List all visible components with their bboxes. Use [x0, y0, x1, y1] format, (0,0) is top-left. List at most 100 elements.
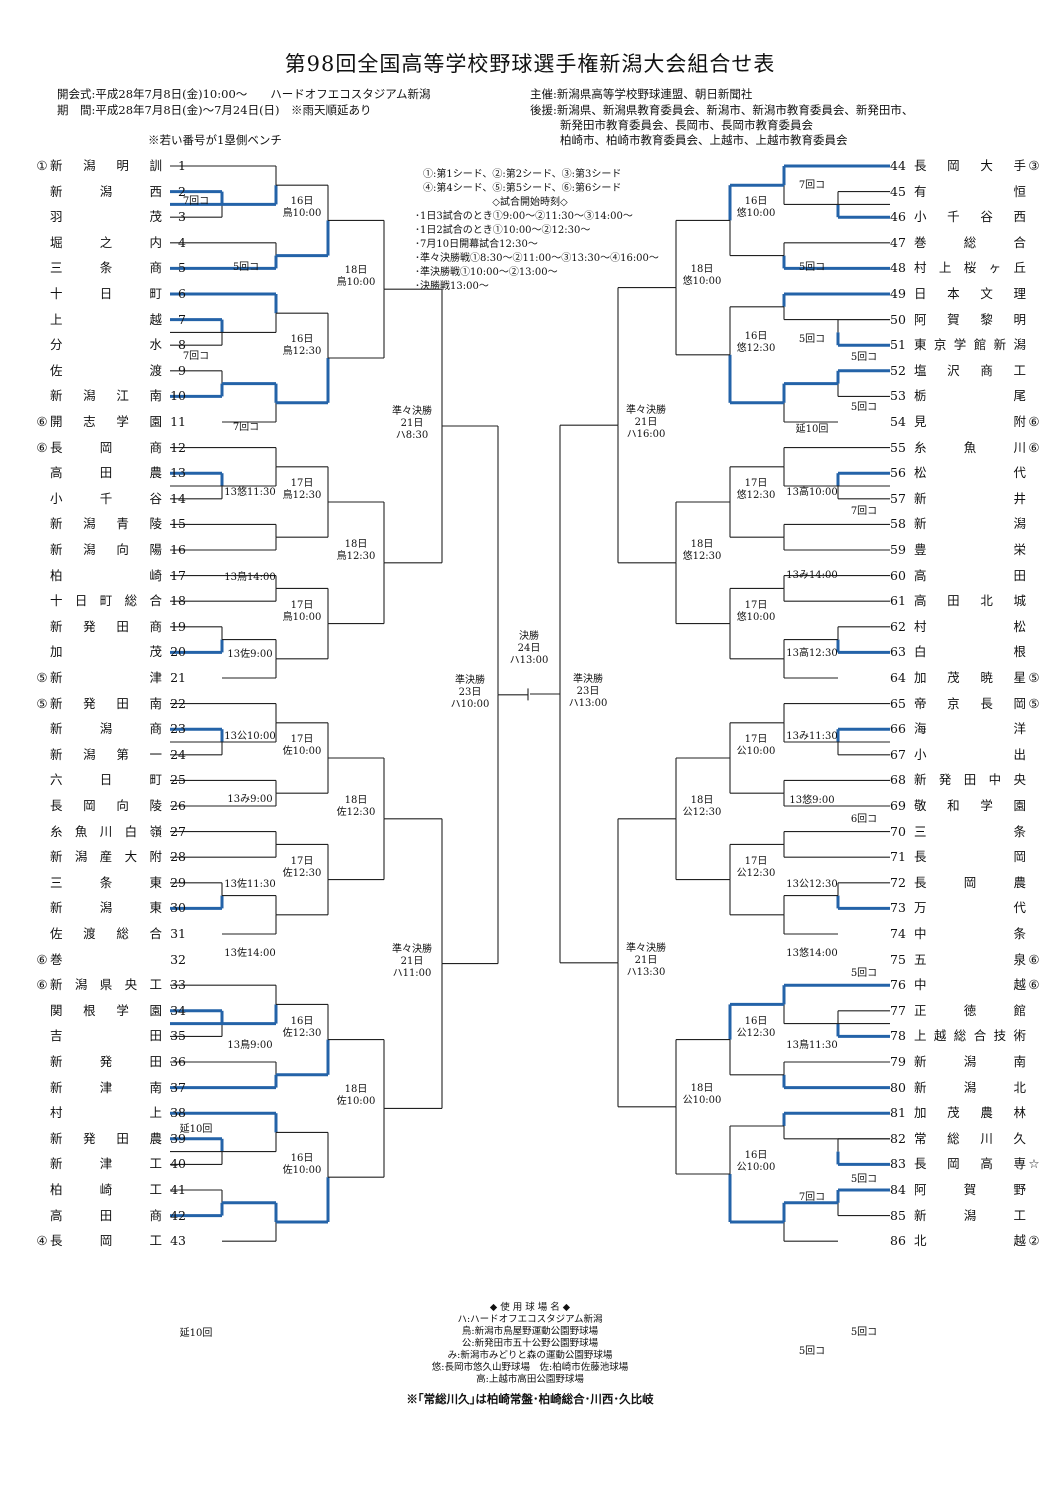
team-number: 46	[890, 209, 906, 225]
round-label: 13み14:00	[786, 570, 838, 581]
round-label: 13高12:30	[786, 648, 838, 659]
round-label: 7回コ	[232, 422, 260, 433]
team-number: 28	[170, 849, 186, 865]
team-name: 羽茂	[50, 209, 162, 225]
team-number: 44	[890, 158, 906, 173]
team-number: 31	[170, 926, 186, 941]
team-name: 糸魚川白嶺	[50, 823, 162, 839]
team-number: 13	[170, 465, 186, 481]
team-number: 52	[890, 362, 906, 378]
team-name: 柏崎工	[50, 1182, 162, 1197]
seed-mark: ⑥	[1028, 414, 1040, 429]
team-name: 新発田農	[50, 1130, 162, 1146]
round-label: 13鳥14:00	[224, 572, 276, 583]
team-entry: 46 小千谷西	[890, 209, 1042, 225]
round-label: 準決勝 23日 ハ10:00	[450, 674, 490, 710]
team-name: 新井	[914, 490, 1026, 506]
team-name: 長岡農	[914, 874, 1026, 890]
team-number: 16	[170, 542, 186, 557]
round-label: 7回コ	[798, 180, 826, 191]
team-name: 柏崎	[50, 567, 162, 583]
team-name: 吉田	[50, 1028, 162, 1044]
round-label: 準々決勝 21日 ハ11:00	[392, 943, 432, 979]
round-label: 6回コ	[850, 814, 878, 825]
legend-line: み:新潟市みどりと森の運動公園野球場	[447, 1350, 613, 1361]
team-name: 長岡大手	[914, 158, 1026, 173]
team-number: 80	[890, 1079, 906, 1095]
team-name: 佐渡総合	[50, 926, 162, 941]
team-number: 18	[170, 593, 186, 609]
team-number: 72	[890, 874, 906, 890]
team-name: 新潟県央工	[50, 977, 162, 993]
team-name: 六日町	[50, 772, 162, 788]
seed-mark: ⑤	[1028, 695, 1040, 711]
team-number: 30	[170, 900, 186, 916]
round-label: 13佐14:00	[224, 948, 276, 959]
team-name: 新潟工	[914, 1207, 1026, 1223]
team-number: 42	[170, 1207, 186, 1223]
team-number: 68	[890, 772, 906, 788]
seed-mark: ⑥	[1028, 977, 1040, 993]
team-number: 57	[890, 490, 906, 506]
team-number: 67	[890, 746, 906, 762]
team-number: 65	[890, 695, 906, 711]
team-name: 新潟明訓	[50, 158, 162, 173]
team-entry: 柏崎 17	[34, 568, 186, 584]
team-name: 新潟産大附	[50, 849, 162, 865]
round-label: 13公12:30	[786, 879, 838, 890]
team-number: 58	[890, 516, 906, 532]
team-name: 新発田商	[50, 618, 162, 634]
team-number: 14	[170, 490, 186, 506]
round-label: 7回コ	[798, 1192, 826, 1203]
team-name: 高田北城	[914, 593, 1026, 609]
team-number: 24	[170, 746, 186, 762]
seed-mark: ⑥	[36, 977, 48, 993]
team-name: 小千谷西	[914, 209, 1026, 225]
team-number: 15	[170, 516, 186, 532]
team-number: 49	[890, 286, 906, 301]
team-name: 加茂農林	[914, 1105, 1026, 1121]
team-number: 51	[890, 337, 906, 353]
team-number: 2	[178, 183, 186, 199]
round-label: 5回コ	[850, 1327, 878, 1338]
round-label: 16日 公12:30	[736, 1015, 776, 1039]
round-label: 13公10:00	[224, 731, 276, 742]
team-number: 9	[178, 362, 186, 378]
round-label: 13悠11:30	[224, 487, 276, 498]
team-number: 59	[890, 542, 906, 557]
team-number: 55	[890, 439, 906, 455]
round-label: 準々決勝 21日 ハ8:30	[392, 406, 432, 441]
team-name: 小千谷	[50, 490, 162, 506]
team-number: 82	[890, 1130, 906, 1146]
seed-mark: ⑥	[36, 951, 48, 967]
team-name: 十日町	[50, 286, 162, 301]
team-number: 17	[170, 567, 186, 583]
